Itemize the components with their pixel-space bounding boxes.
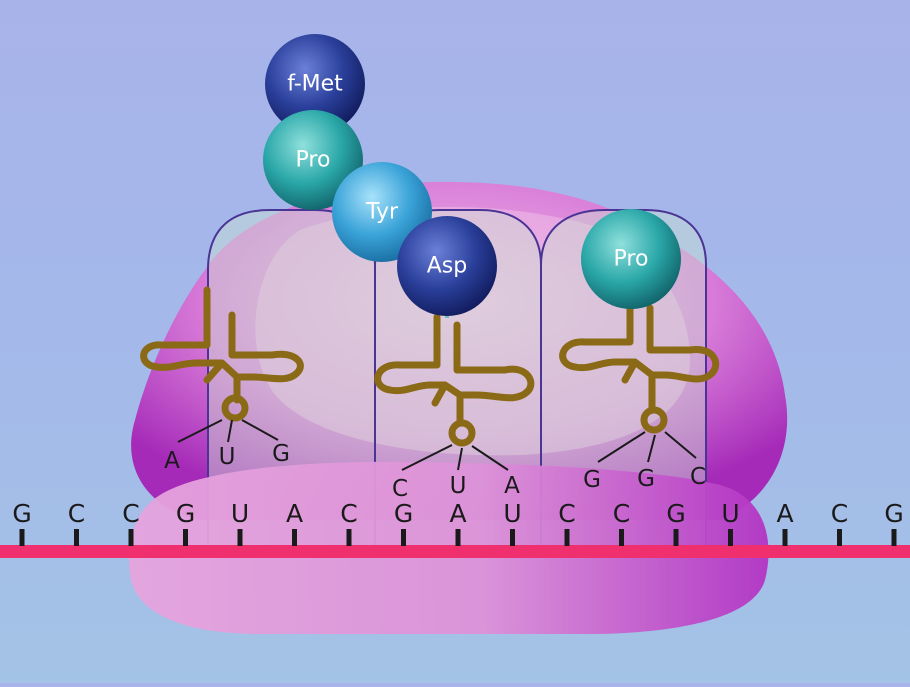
mrna-base: C (68, 499, 85, 528)
mrna-base-tick (237, 529, 243, 546)
anticodon-right: G G C (583, 464, 706, 493)
mrna-base: G (394, 499, 413, 528)
mrna-base: C (558, 499, 575, 528)
mrna-base-tick (782, 529, 788, 546)
aa-label-incoming: Pro (614, 247, 649, 272)
mrna-base: A (449, 499, 466, 528)
mrna-base-tick (673, 529, 679, 546)
mrna-base: G (12, 499, 31, 528)
mrna-base: G (176, 499, 195, 528)
anticodon-base: G (272, 441, 290, 467)
aa-sphere-1 (265, 34, 365, 134)
anticodon-base: C (690, 464, 706, 490)
anticodon-left: A U G (164, 441, 290, 474)
mrna-base-tick (619, 529, 624, 546)
peptide-chain: f-Met Pro Tyr Asp (263, 34, 497, 316)
anticodon-base: C (392, 476, 408, 502)
mrna-base-tick (74, 529, 79, 546)
mrna-base-tick (183, 529, 188, 546)
mrna-base: G (884, 499, 903, 528)
aa-label-3: Tyr (365, 200, 399, 225)
mrna-strand (0, 545, 910, 558)
anticodon-base: U (219, 444, 236, 470)
trna-right (559, 304, 720, 434)
aa-sphere-2 (263, 110, 363, 210)
anticodon-stem-middle (401, 444, 509, 471)
mrna-base: C (613, 499, 630, 528)
mrna-base: U (231, 499, 249, 528)
aa-label-4: Asp (427, 254, 467, 279)
aa-sphere-4 (397, 216, 497, 316)
mrna-base-tick (128, 529, 134, 546)
anticodon-base: A (164, 448, 180, 474)
mrna-base: A (776, 499, 793, 528)
anticodon-stem-left (177, 419, 279, 443)
mrna-base: C (340, 499, 357, 528)
aa-sphere-incoming (581, 209, 681, 309)
anticodon-base: U (450, 473, 467, 499)
incoming-amino-acid: Pro (581, 209, 681, 309)
mrna-base: G (666, 499, 685, 528)
mrna-base-tick (510, 529, 515, 546)
mrna-base-tick (891, 529, 897, 546)
mrna-base: C (831, 499, 848, 528)
mrna-base-tick (837, 529, 842, 546)
large-subunit-highlight (255, 206, 690, 456)
mrna-base-tick (19, 529, 25, 546)
anticodon-base: A (504, 473, 520, 499)
aa-label-2: Pro (296, 148, 331, 173)
mrna-base-tick (564, 529, 570, 546)
mrna-base-tick (346, 529, 352, 546)
anticodon-stem-right (597, 431, 697, 463)
mrna-base: C (122, 499, 139, 528)
mrna-base-tick (455, 529, 461, 546)
mrna-base-tick (401, 529, 406, 546)
mrna-base-tick (292, 529, 297, 546)
mrna-base: A (286, 499, 303, 528)
anticodon-base: G (637, 466, 655, 492)
trna-middle (374, 313, 535, 447)
anticodon-middle: C U A (392, 473, 520, 502)
mrna-base-tick (728, 529, 733, 546)
mrna-base: U (721, 499, 739, 528)
aa-label-1: f-Met (287, 72, 343, 97)
anticodon-base: G (583, 467, 601, 493)
mrna-base: U (503, 499, 521, 528)
trna-left (140, 286, 304, 422)
